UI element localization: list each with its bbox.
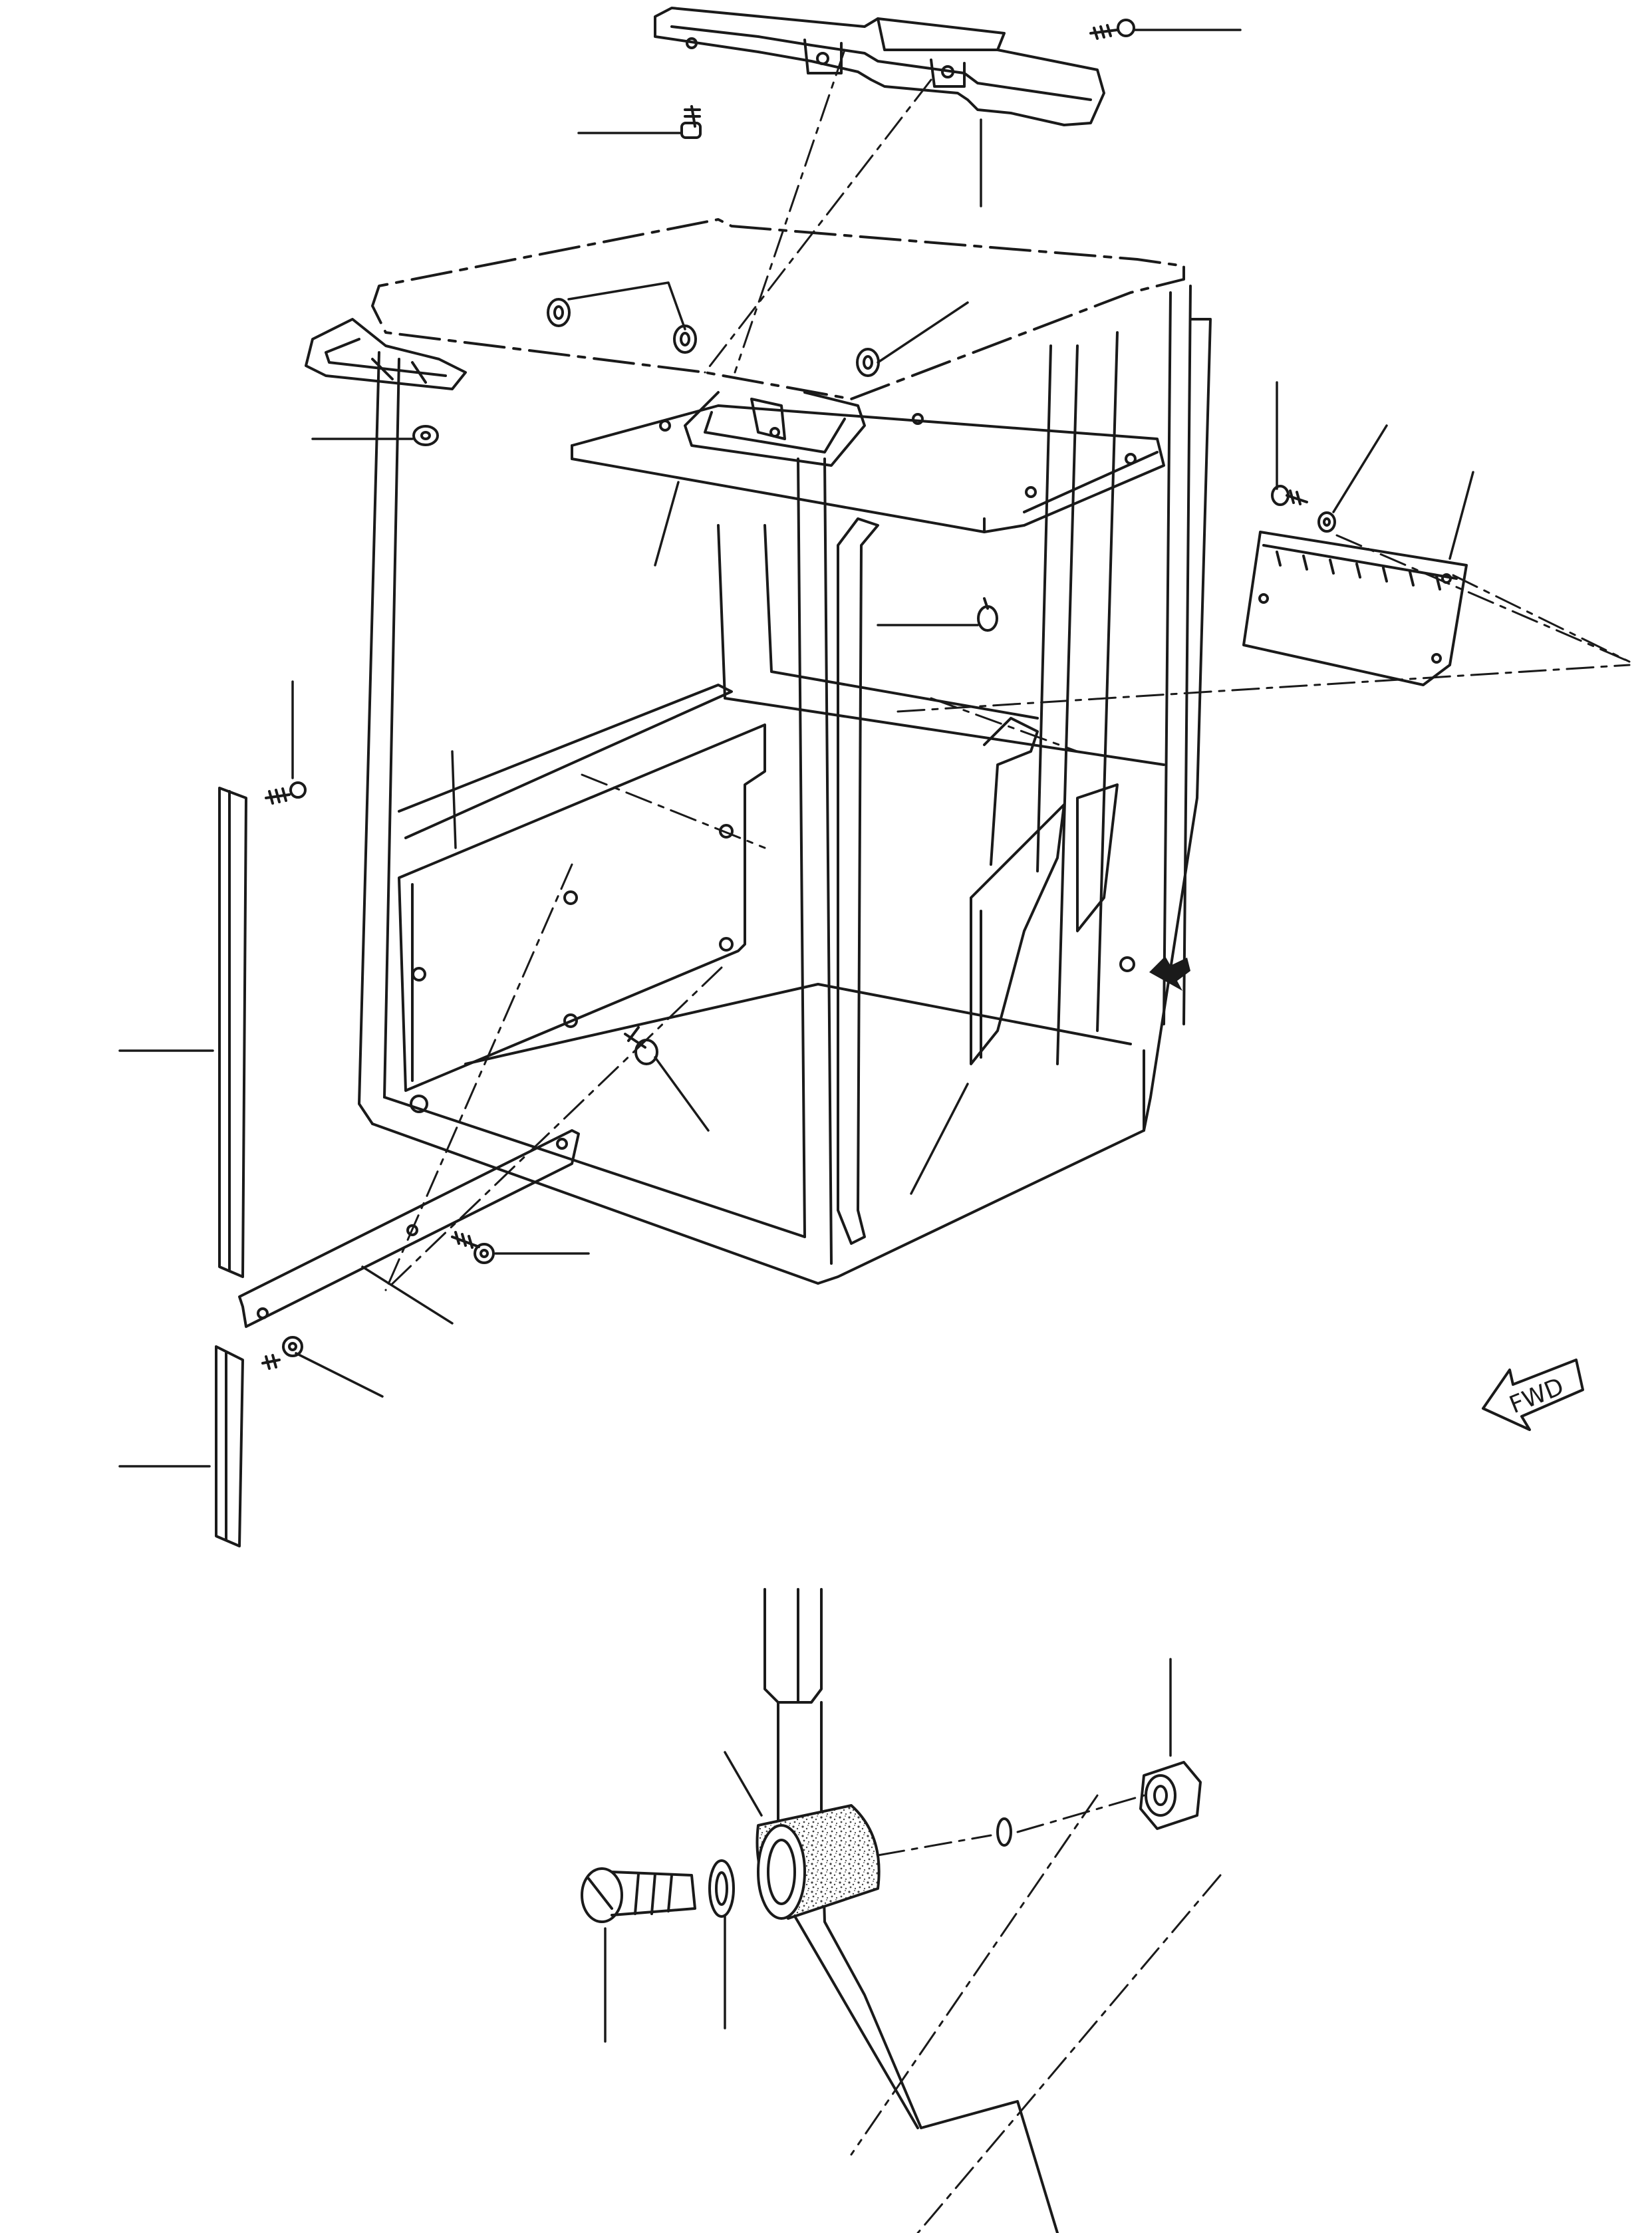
detail-washer bbox=[708, 1859, 735, 1918]
label-screw bbox=[1271, 485, 1308, 506]
detail-rubber-mount bbox=[756, 1804, 881, 1920]
fwd-arrow-icon: FWD bbox=[1482, 1359, 1584, 1431]
roof-grab-handle-centre bbox=[684, 391, 866, 467]
left-trim-strip-long bbox=[218, 787, 247, 1278]
label-washer bbox=[1317, 511, 1336, 533]
bottom-sill-strip bbox=[238, 1129, 580, 1328]
detail-lock-nut bbox=[1139, 1761, 1202, 1830]
top-screw-right bbox=[1089, 19, 1135, 40]
right-door-panel bbox=[970, 803, 1065, 1065]
sill-screw bbox=[451, 1231, 495, 1264]
detail-spacer-ring bbox=[996, 1817, 1012, 1847]
warning-label-plate bbox=[1242, 531, 1468, 686]
front-window-frame-right bbox=[1076, 783, 1135, 972]
arrow-icon bbox=[1149, 956, 1190, 991]
roof-gutter-rail bbox=[654, 7, 1105, 126]
left-trim-strip-short bbox=[215, 1345, 244, 1547]
trim-screw-upper bbox=[265, 781, 307, 805]
phantom-lines bbox=[384, 49, 1631, 2233]
roof-interior-plate bbox=[571, 404, 1165, 533]
roof-grab-handle-left bbox=[305, 318, 467, 390]
top-screw-left bbox=[680, 105, 702, 139]
cab-frame bbox=[358, 218, 1212, 1285]
roof-grommets bbox=[412, 298, 998, 632]
left-side-panel bbox=[398, 723, 766, 1113]
trim-screw-lower bbox=[261, 1336, 303, 1370]
detail-slotted-bolt bbox=[581, 1867, 696, 1923]
leader-lines bbox=[118, 29, 1474, 2043]
